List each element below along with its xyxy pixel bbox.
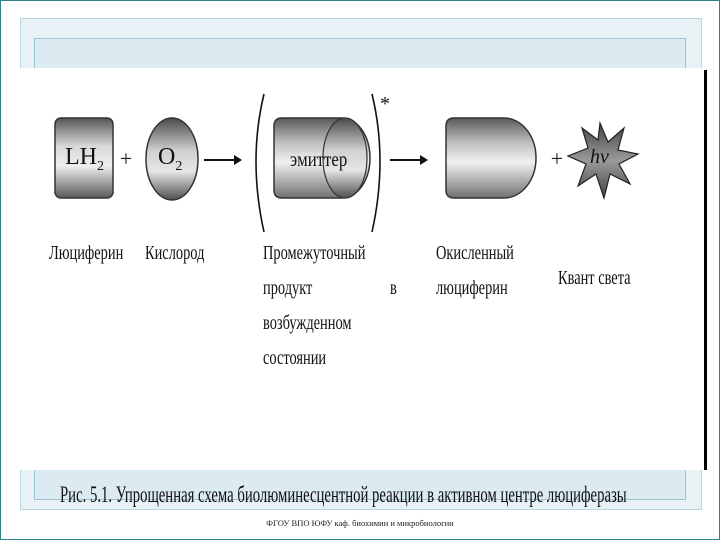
excited-state-asterisk: *	[380, 93, 390, 115]
plus-sign-2: +	[551, 146, 563, 171]
luciferin-block	[54, 117, 114, 199]
oxygen-label: Кислород	[145, 242, 205, 264]
plus-sign-1: +	[120, 146, 132, 171]
arrow-2-head	[420, 155, 428, 165]
intermediate-label-line-2: продукт	[263, 277, 313, 299]
oxidized-luciferin-label-line-1: Окисленный	[436, 242, 514, 264]
emitter-bulge	[322, 117, 368, 199]
footer-text: ФГОУ ВПО ЮФУ каф. биохимии и микробиолог…	[266, 518, 454, 528]
light-quantum-star	[566, 120, 640, 201]
intermediate-label-line-1: Промежуточный	[263, 242, 366, 264]
figure-caption: Рис. 5.1. Упрощенная схема биолюминесцен…	[60, 482, 627, 507]
lh2-subscript: 2	[97, 158, 104, 174]
intermediate-label-in: в	[390, 277, 397, 299]
reaction-scheme: + + *	[54, 93, 640, 233]
oxidized-luciferin-label-line-2: люциферин	[436, 277, 508, 299]
lh2-symbol: LH	[65, 144, 97, 170]
intermediate-label-line-3: возбужденном	[263, 312, 352, 334]
intermediate-label-line-4: состоянии	[263, 347, 327, 369]
left-bracket	[255, 93, 265, 233]
lh2-formula: LH2	[65, 144, 104, 175]
luciferin-label: Люциферин	[49, 242, 124, 264]
hv-symbol: hν	[590, 146, 609, 168]
o2-subscript: 2	[175, 158, 183, 174]
arrow-1-head	[234, 155, 242, 165]
right-border-rule	[704, 70, 707, 470]
right-bracket	[371, 93, 381, 233]
o2-symbol: O	[158, 144, 176, 170]
o2-formula: O2	[158, 144, 182, 175]
figure-panel: + + * LH2 O2 эмиттер hν Люциферин Кислор…	[12, 68, 704, 507]
oxidized-luciferin-capsule	[445, 117, 537, 199]
light-quantum-label: Квант света	[558, 267, 631, 289]
oxygen-circle	[145, 117, 199, 201]
emitter-label: эмиттер	[290, 147, 348, 171]
